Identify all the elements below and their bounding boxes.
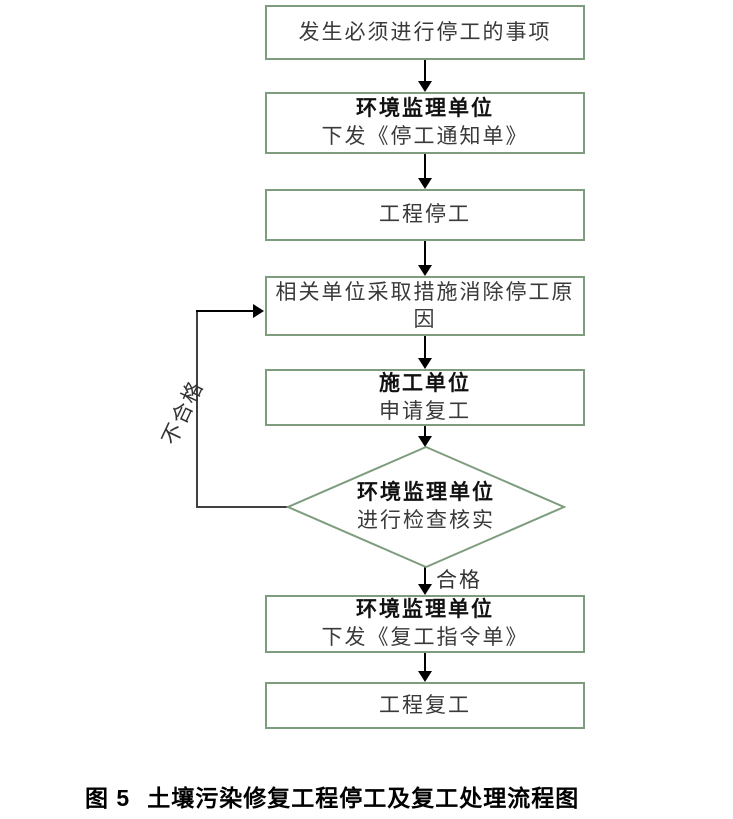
arrow-head-icon bbox=[418, 671, 432, 682]
flow-node-project-stop: 工程停工 bbox=[265, 189, 585, 241]
flow-node-issue-stop-notice: 环境监理单位 下发《停工通知单》 bbox=[265, 92, 585, 154]
diamond-text: 环境监理单位 进行检查核实 bbox=[286, 446, 566, 568]
pass-label: 合格 bbox=[436, 569, 482, 592]
feedback-line-top bbox=[196, 310, 253, 312]
arrow-shaft bbox=[424, 336, 426, 358]
node-text: 环境监理单位 bbox=[357, 481, 495, 504]
arrow-down-6 bbox=[418, 653, 432, 682]
arrow-shaft bbox=[424, 154, 426, 178]
flow-node-apply-resume: 施工单位 申请复工 bbox=[265, 369, 585, 426]
figure-caption: 图 5 土壤污染修复工程停工及复工处理流程图 bbox=[85, 779, 579, 813]
node-text: 环境监理单位 bbox=[356, 598, 494, 621]
node-text: 下发《复工指令单》 bbox=[321, 626, 529, 649]
flow-node-project-resume: 工程复工 bbox=[265, 682, 585, 729]
node-text: 工程复工 bbox=[379, 693, 471, 717]
arrow-head-icon bbox=[418, 265, 432, 276]
arrow-shaft bbox=[424, 60, 426, 81]
feedback-arrow-head-icon bbox=[253, 304, 264, 318]
node-text: 进行检查核实 bbox=[357, 509, 495, 532]
arrow-shaft bbox=[424, 426, 426, 436]
arrow-down-3 bbox=[418, 241, 432, 276]
arrow-shaft bbox=[424, 241, 426, 265]
feedback-line-bottom bbox=[196, 506, 288, 508]
diamond-shape bbox=[286, 446, 566, 568]
arrow-down-5 bbox=[418, 426, 432, 447]
node-text: 工程停工 bbox=[379, 203, 471, 226]
flow-node-eliminate-causes: 相关单位采取措施消除停工原 因 bbox=[265, 276, 585, 336]
arrow-down-4 bbox=[418, 336, 432, 369]
node-text: 施工单位 bbox=[379, 371, 471, 395]
arrow-shaft bbox=[424, 567, 426, 584]
fail-label: 不合格 bbox=[158, 376, 209, 449]
arrow-head-icon bbox=[418, 81, 432, 92]
arrow-head-icon bbox=[418, 358, 432, 369]
node-text: 因 bbox=[413, 308, 437, 331]
arrow-shaft bbox=[424, 653, 426, 671]
figure-caption-number: 图 5 bbox=[85, 785, 131, 811]
arrow-down-pass bbox=[418, 567, 432, 595]
figure-caption-title: 土壤污染修复工程停工及复工处理流程图 bbox=[147, 785, 580, 811]
flow-node-inspection-decision: 环境监理单位 进行检查核实 bbox=[286, 446, 566, 568]
flow-node-stop-event: 发生必须进行停工的事项 bbox=[265, 5, 585, 60]
arrow-down-1 bbox=[418, 60, 432, 92]
arrow-head-icon bbox=[418, 436, 432, 447]
node-text: 环境监理单位 bbox=[356, 97, 494, 120]
node-text: 下发《停工通知单》 bbox=[321, 125, 529, 148]
node-text: 发生必须进行停工的事项 bbox=[298, 20, 552, 44]
node-text: 相关单位采取措施消除停工原 bbox=[275, 281, 575, 304]
arrow-down-2 bbox=[418, 154, 432, 189]
node-text: 申请复工 bbox=[379, 399, 471, 423]
arrow-head-icon bbox=[418, 584, 432, 595]
feedback-line-vertical bbox=[196, 310, 198, 508]
arrow-head-icon bbox=[418, 178, 432, 189]
flow-node-issue-resume-order: 环境监理单位 下发《复工指令单》 bbox=[265, 595, 585, 653]
